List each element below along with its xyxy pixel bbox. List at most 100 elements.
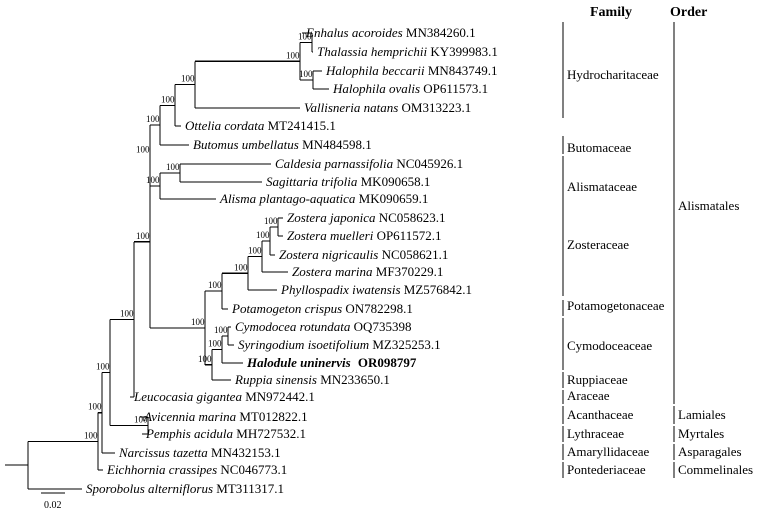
accession-number: NC058621.1 — [378, 247, 448, 262]
bootstrap-value: 100 — [146, 175, 160, 185]
species-name: Potamogeton crispus — [231, 301, 342, 316]
bootstrap-value: 100 — [214, 325, 228, 335]
taxon-label: Halodule uninervis OR098797 — [246, 355, 417, 370]
accession-number: MN484598.1 — [299, 137, 372, 152]
accession-number: OR098797 — [355, 355, 417, 370]
species-name: Pemphis acidula — [145, 426, 234, 441]
species-name: Avicennia marina — [143, 409, 237, 424]
species-name: Halophila beccarii — [325, 63, 425, 78]
taxon-label: Leucocasia gigantea MN972442.1 — [133, 389, 315, 404]
bootstrap-value: 100 — [181, 74, 195, 84]
accession-number: MN233650.1 — [317, 372, 390, 387]
taxon-label: Zostera japonica NC058623.1 — [287, 210, 446, 225]
bootstrap-value: 100 — [88, 402, 102, 412]
species-name: Syringodium isoetifolium — [238, 337, 369, 352]
species-name: Cymodocea rotundata — [235, 319, 351, 334]
accession-number: OM313223.1 — [398, 100, 471, 115]
bootstrap-value: 100 — [161, 94, 175, 104]
scale-bar-label: 0.02 — [44, 500, 62, 511]
accession-number: MH727532.1 — [233, 426, 306, 441]
family-label: Araceae — [567, 388, 610, 403]
order-label: Commelinales — [678, 462, 753, 477]
order-label: Asparagales — [678, 444, 742, 459]
taxon-label: Halophila beccarii MN843749.1 — [325, 63, 498, 78]
species-name: Zostera nigricaulis — [279, 247, 378, 262]
species-name: Enhalus acoroides — [305, 25, 403, 40]
family-label: Pontederiaceae — [567, 462, 646, 477]
taxon-label: Enhalus acoroides MN384260.1 — [305, 25, 476, 40]
order-label: Lamiales — [678, 407, 726, 422]
bootstrap-value: 100 — [208, 339, 222, 349]
taxon-label: Eichhornia crassipes NC046773.1 — [106, 462, 287, 477]
family-label: Amaryllidaceae — [567, 444, 650, 459]
bootstrap-value: 100 — [256, 230, 270, 240]
accession-number: MN843749.1 — [425, 63, 498, 78]
species-name: Vallisneria natans — [304, 100, 398, 115]
order-header: Order — [670, 5, 707, 20]
taxon-label: Halophila ovalis OP611573.1 — [332, 81, 488, 96]
species-name: Alisma plantago-aquatica — [219, 191, 356, 206]
species-name: Zostera muelleri — [287, 228, 374, 243]
family-label: Zosteraceae — [567, 237, 629, 252]
accession-number: MZ576842.1 — [401, 282, 473, 297]
accession-number: MN972442.1 — [242, 389, 315, 404]
bootstrap-value: 100 — [299, 69, 313, 79]
taxon-label: Sporobolus alterniflorus MT311317.1 — [86, 481, 284, 496]
species-name: Halophila ovalis — [332, 81, 420, 96]
species-name: Caldesia parnassifolia — [275, 156, 394, 171]
order-label: Alismatales — [678, 198, 739, 213]
taxon-label: Caldesia parnassifolia NC045926.1 — [275, 156, 463, 171]
taxon-label: Sagittaria trifolia MK090658.1 — [266, 174, 430, 189]
accession-number: OP611573.1 — [420, 81, 488, 96]
family-label: Potamogetonaceae — [567, 298, 665, 313]
taxon-label: Zostera muelleri OP611572.1 — [287, 228, 441, 243]
species-name: Ottelia cordata — [185, 118, 265, 133]
accession-number: ON782298.1 — [342, 301, 413, 316]
bootstrap-value: 100 — [120, 308, 134, 318]
family-label: Ruppiaceae — [567, 372, 628, 387]
bootstrap-value: 100 — [166, 162, 180, 172]
taxon-label: Thalassia hemprichii KY399983.1 — [317, 44, 498, 59]
species-name: Butomus umbellatus — [193, 137, 299, 152]
accession-number: MN384260.1 — [403, 25, 476, 40]
accession-number: MK090658.1 — [357, 174, 430, 189]
family-label: Butomaceae — [567, 140, 631, 155]
family-label: Acanthaceae — [567, 407, 634, 422]
species-name: Thalassia hemprichii — [317, 44, 428, 59]
bootstrap-value: 100 — [136, 145, 150, 155]
taxon-label: Narcissus tazetta MN432153.1 — [118, 445, 281, 460]
taxon-label: Cymodocea rotundata OQ735398 — [235, 319, 411, 334]
species-name: Sporobolus alterniflorus — [86, 481, 213, 496]
accession-number: NC058623.1 — [375, 210, 445, 225]
taxon-label: Ottelia cordata MT241415.1 — [185, 118, 336, 133]
species-name: Zostera japonica — [287, 210, 376, 225]
order-label: Myrtales — [678, 426, 724, 441]
species-name: Eichhornia crassipes — [106, 462, 217, 477]
accession-number: MT241415.1 — [264, 118, 336, 133]
bootstrap-value: 100 — [298, 32, 312, 42]
bootstrap-value: 100 — [248, 246, 262, 256]
taxon-label: Alisma plantago-aquatica MK090659.1 — [219, 191, 428, 206]
bootstrap-value: 100 — [191, 317, 205, 327]
bootstrap-value: 100 — [96, 361, 110, 371]
accession-number: MK090659.1 — [355, 191, 428, 206]
taxon-label: Pemphis acidula MH727532.1 — [145, 426, 306, 441]
taxon-label: Zostera marina MF370229.1 — [292, 264, 443, 279]
accession-number: MN432153.1 — [208, 445, 281, 460]
taxon-label: Phyllospadix iwatensis MZ576842.1 — [280, 282, 472, 297]
family-label: Cymodoceaceae — [567, 338, 652, 353]
family-label: Lythraceae — [567, 426, 624, 441]
accession-number: KY399983.1 — [427, 44, 498, 59]
species-name: Leucocasia gigantea — [133, 389, 242, 404]
bootstrap-value: 100 — [286, 50, 300, 60]
species-name: Zostera marina — [292, 264, 373, 279]
taxon-label: Butomus umbellatus MN484598.1 — [193, 137, 372, 152]
bootstrap-value: 100 — [84, 430, 98, 440]
bootstrap-value: 100 — [146, 114, 160, 124]
accession-number: OQ735398 — [350, 319, 411, 334]
family-label: Hydrocharitaceae — [567, 67, 659, 82]
taxon-label: Zostera nigricaulis NC058621.1 — [279, 247, 448, 262]
species-name: Narcissus tazetta — [118, 445, 208, 460]
accession-number: MZ325253.1 — [369, 337, 441, 352]
